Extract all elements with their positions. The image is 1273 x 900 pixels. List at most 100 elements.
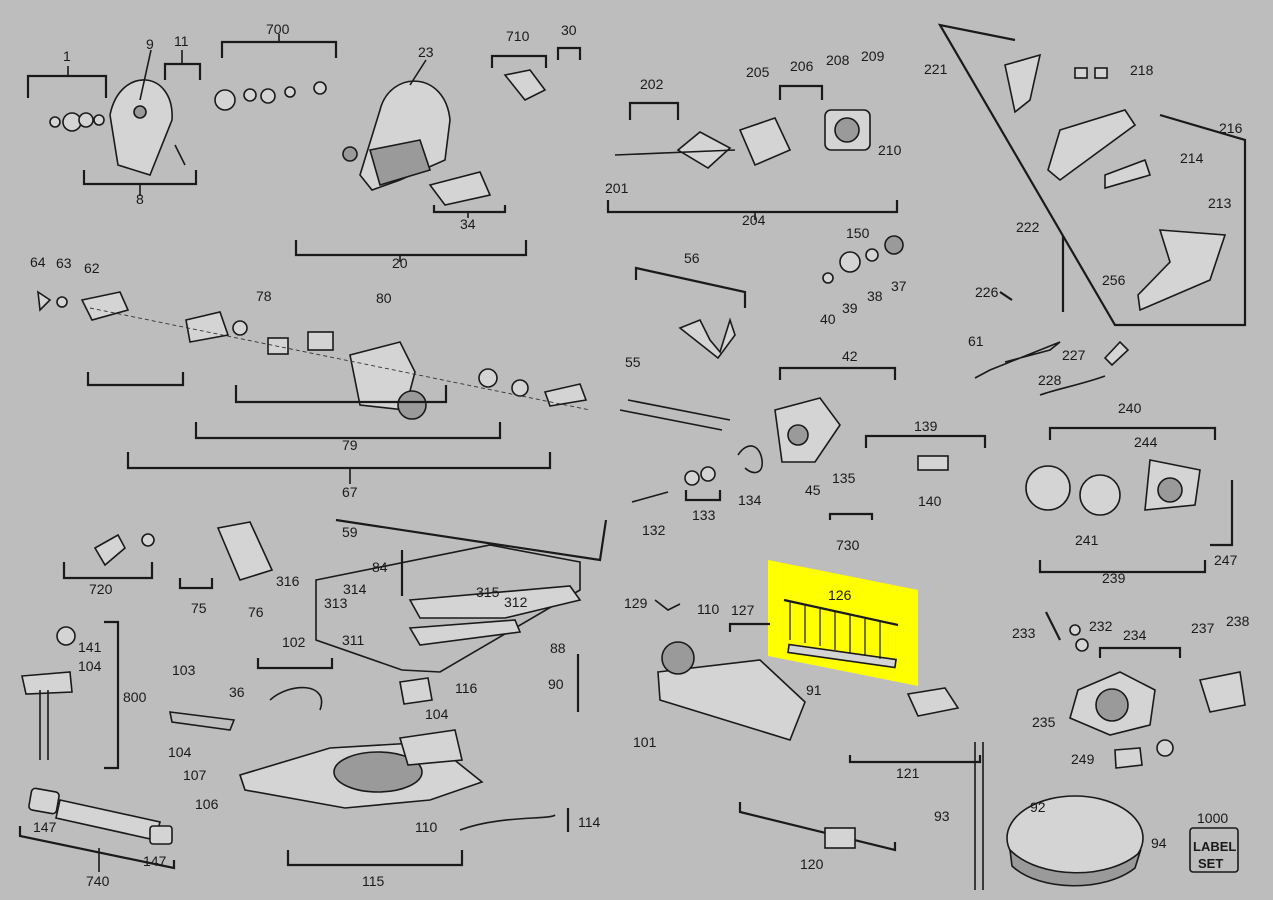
callout-79: 79: [342, 437, 358, 453]
callout-205: 205: [746, 64, 770, 80]
callout-313: 313: [324, 595, 348, 611]
callout-244: 244: [1134, 434, 1158, 450]
callout-311: 311: [342, 632, 365, 648]
callout-104-left: 104: [78, 658, 102, 674]
callout-40: 40: [820, 311, 836, 327]
callout-238: 238: [1226, 613, 1250, 629]
callout-37: 37: [891, 278, 907, 294]
group-cord: [974, 291, 1130, 396]
callout-314: 314: [343, 581, 367, 597]
callout-227: 227: [1062, 347, 1086, 363]
label-set-bottom: SET: [1198, 856, 1223, 871]
callout-201: 201: [605, 180, 629, 196]
callout-150: 150: [846, 225, 870, 241]
callout-116: 116: [455, 680, 478, 696]
group-rails: [619, 266, 763, 503]
callout-127: 127: [731, 602, 755, 618]
callout-92: 92: [1030, 799, 1046, 815]
group-dust-housing: [1025, 426, 1234, 574]
callout-110-base: 110: [415, 819, 438, 835]
group-table: [576, 599, 982, 764]
label-set-top: LABEL: [1193, 839, 1236, 854]
group-rail-brackets: [37, 290, 608, 562]
callout-710: 710: [506, 28, 530, 44]
group-knob: [822, 235, 904, 284]
callout-59: 59: [342, 524, 358, 540]
callout-93: 93: [934, 808, 950, 824]
callout-42: 42: [842, 348, 858, 364]
callout-126: 126: [828, 587, 852, 603]
callout-90: 90: [548, 676, 564, 692]
callout-233: 233: [1012, 625, 1036, 641]
callout-700: 700: [266, 21, 290, 37]
callout-39: 39: [842, 300, 858, 316]
callout-120: 120: [800, 856, 824, 872]
callout-241: 241: [1075, 532, 1099, 548]
callout-114: 114: [578, 814, 601, 830]
callout-30: 30: [561, 22, 577, 38]
group-spring: [18, 787, 176, 872]
callout-210: 210: [878, 142, 902, 158]
callout-76: 76: [248, 604, 264, 620]
callout-132: 132: [642, 522, 666, 538]
callout-218: 218: [1130, 62, 1154, 78]
callout-235: 235: [1032, 714, 1056, 730]
callout-labels: 1 9 11 700 23 710 30 8 20 34 202 205 206…: [30, 21, 1250, 889]
callout-67: 67: [342, 484, 358, 500]
callout-64: 64: [30, 254, 46, 270]
callout-226: 226: [975, 284, 999, 300]
callout-221: 221: [924, 61, 948, 77]
callout-11: 11: [174, 33, 189, 49]
callout-129: 129: [624, 595, 648, 611]
callout-228: 228: [1038, 372, 1062, 388]
group-handle: [937, 23, 1247, 327]
group-clamp: [62, 521, 274, 590]
callout-147-left: 147: [33, 819, 57, 835]
callout-209: 209: [861, 48, 885, 64]
callout-94: 94: [1151, 835, 1167, 851]
callout-213: 213: [1208, 195, 1232, 211]
callout-800: 800: [123, 689, 147, 705]
callout-107: 107: [183, 767, 207, 783]
callout-234: 234: [1123, 627, 1147, 643]
callout-34: 34: [460, 216, 476, 232]
callout-91: 91: [806, 682, 822, 698]
callout-222: 222: [1016, 219, 1040, 235]
callout-110: 110: [697, 601, 720, 617]
callout-63: 63: [56, 255, 72, 271]
callout-88: 88: [550, 640, 566, 656]
callout-247: 247: [1214, 552, 1238, 568]
callout-106: 106: [195, 796, 219, 812]
group-blade-guard: [26, 49, 202, 196]
callout-61: 61: [968, 333, 984, 349]
callout-204: 204: [742, 212, 766, 228]
callout-740: 740: [86, 873, 110, 889]
callout-78: 78: [256, 288, 272, 304]
group-bag: [738, 742, 1239, 890]
callout-139: 139: [914, 418, 938, 434]
callout-9: 9: [146, 36, 154, 52]
callout-23: 23: [418, 44, 434, 60]
callout-84: 84: [372, 559, 388, 575]
group-fence: [315, 544, 582, 673]
callout-316: 316: [276, 573, 300, 589]
part-126-rail: [787, 643, 897, 669]
callout-214: 214: [1180, 150, 1204, 166]
group-motor: [606, 84, 899, 220]
group-upper-arm: [214, 34, 582, 262]
callout-202: 202: [640, 76, 664, 92]
callout-232: 232: [1089, 618, 1113, 634]
group-hold-down: [21, 620, 120, 770]
callout-134: 134: [738, 492, 762, 508]
callout-1000: 1000: [1197, 810, 1228, 826]
callout-8: 8: [136, 191, 144, 207]
callout-80: 80: [376, 290, 392, 306]
callout-121: 121: [896, 765, 920, 781]
callout-135: 135: [832, 470, 856, 486]
callout-147-right: 147: [143, 853, 167, 869]
callout-133: 133: [692, 507, 716, 523]
group-bevel: [774, 366, 987, 520]
callout-56: 56: [684, 250, 700, 266]
callout-102: 102: [282, 634, 306, 650]
